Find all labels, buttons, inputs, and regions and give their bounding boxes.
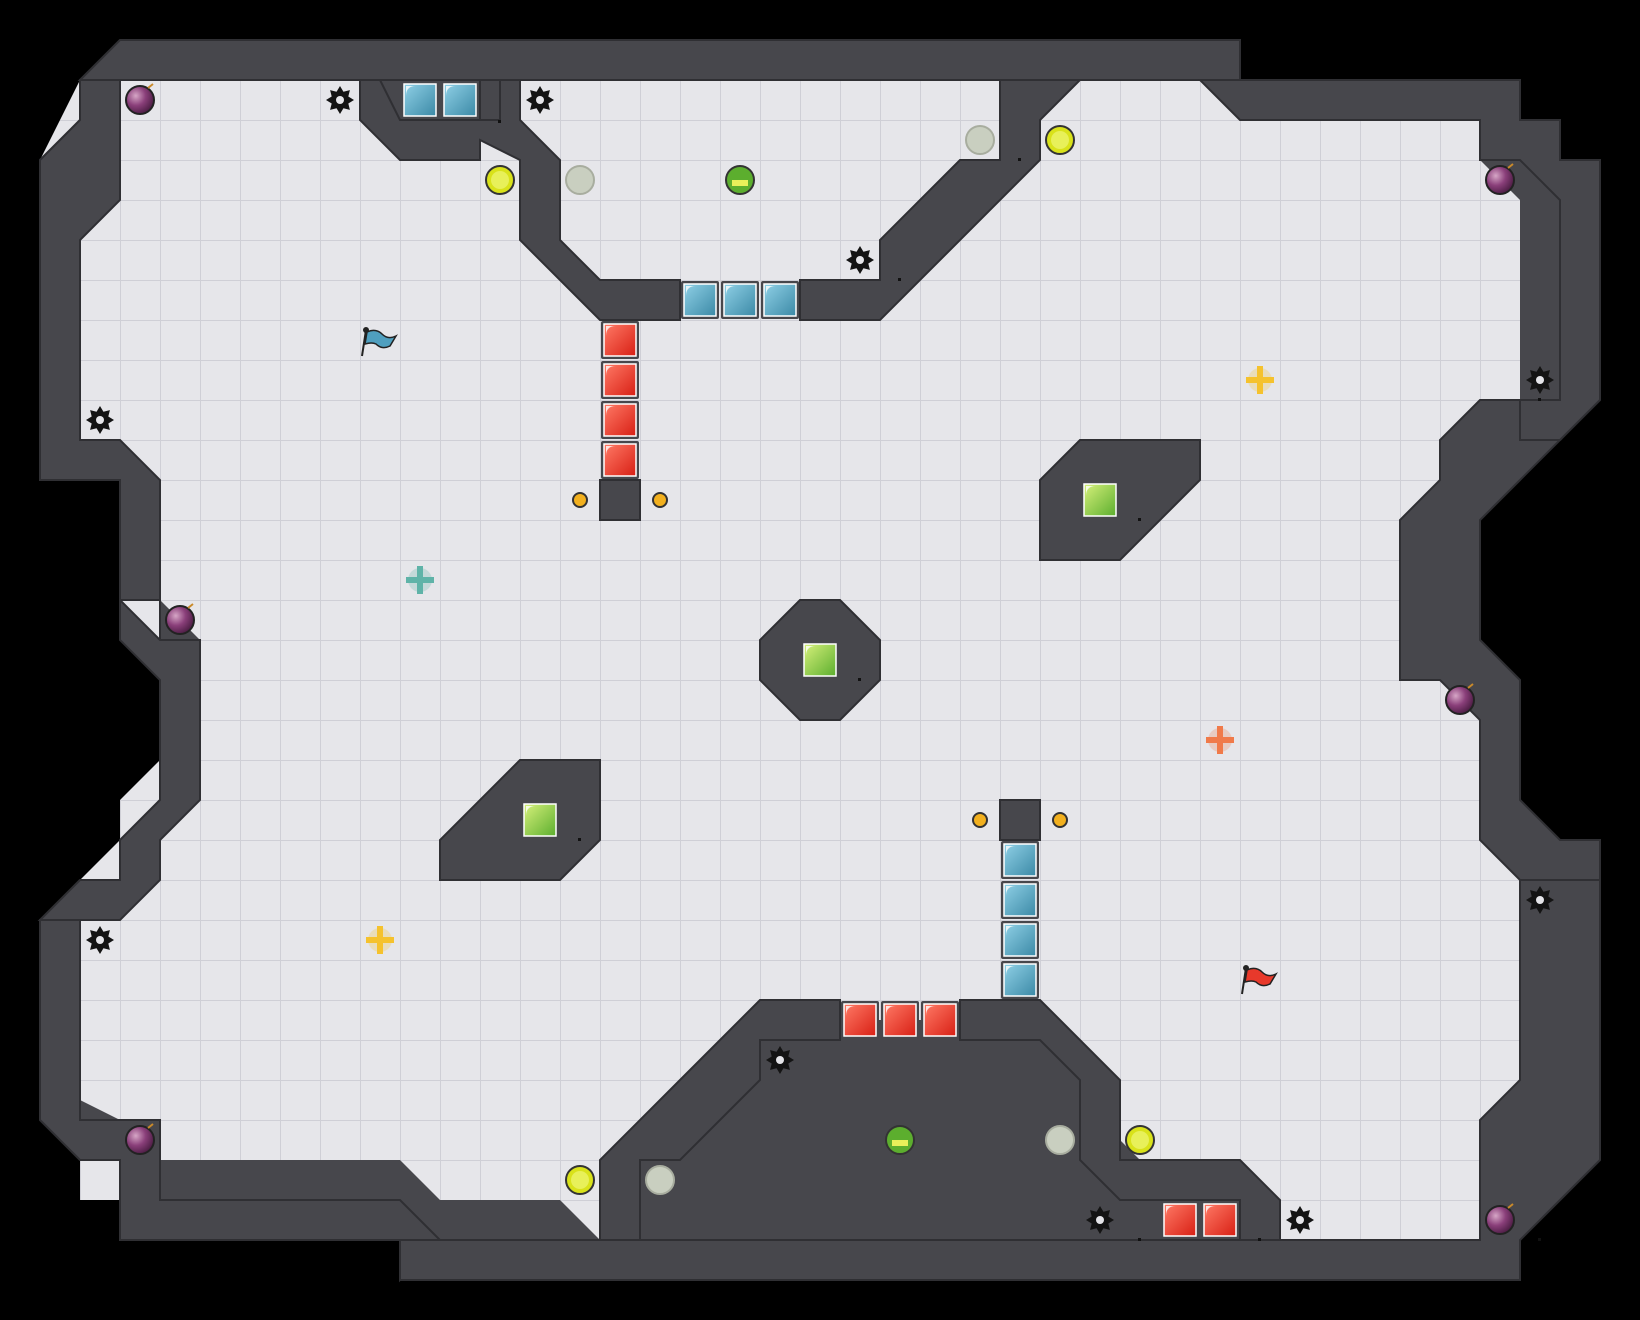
yellow-boost-icon <box>565 1165 595 1195</box>
button-icon <box>652 492 668 508</box>
green-team-boost-icon <box>725 165 755 195</box>
bomb-icon <box>1445 683 1475 715</box>
red-gate-tile <box>601 441 639 479</box>
blue-gate-base <box>999 799 1041 841</box>
item-layer <box>86 83 1554 1235</box>
bomb-icon <box>125 83 155 115</box>
yellow-boost-icon <box>485 165 515 195</box>
blue-gate-tile <box>721 281 759 319</box>
blue-gate-tile <box>401 81 439 119</box>
wall-marker <box>498 120 501 123</box>
green-gate-tile <box>1081 481 1119 519</box>
spike-icon <box>326 86 354 114</box>
outer-wall-top <box>77 39 1241 81</box>
button-icon <box>572 492 588 508</box>
red-gate-tile <box>921 1001 959 1039</box>
spike-icon <box>1086 1206 1114 1234</box>
yellow-boost-icon <box>1045 125 1075 155</box>
inactive-pad-icon <box>565 165 595 195</box>
blue-gate-tile <box>441 81 479 119</box>
inactive-pad-icon <box>645 1165 675 1195</box>
green-gate-tile <box>521 801 559 839</box>
button-icon <box>972 812 988 828</box>
right-diamond-block <box>1039 439 1201 561</box>
spike-icon <box>766 1046 794 1074</box>
blue-gate-tile <box>1001 921 1039 959</box>
wall-marker <box>898 278 901 281</box>
spike-icon <box>846 246 874 274</box>
green-team-boost-icon <box>885 1125 915 1155</box>
blue-gate-tile <box>761 281 799 319</box>
blue-flag-icon <box>361 327 398 357</box>
green-gate-tile <box>801 641 839 679</box>
wall-marker <box>1018 158 1021 161</box>
red-gate-base <box>599 479 641 521</box>
spike-icon <box>86 926 114 954</box>
tile-layer <box>401 81 1239 1239</box>
bomb-icon <box>165 603 195 635</box>
blue-gate-tile <box>681 281 719 319</box>
red-gate-tile <box>601 321 639 359</box>
wall-marker <box>858 678 861 681</box>
wall-marker <box>578 838 581 841</box>
yellow-boost-icon <box>1125 1125 1155 1155</box>
red-gate-tile <box>1201 1201 1239 1239</box>
button-icon <box>1052 812 1068 828</box>
red-gate-tile <box>881 1001 919 1039</box>
bomb-icon <box>125 1123 155 1155</box>
red-gate-tile <box>1161 1201 1199 1239</box>
orange-powerup-icon <box>1206 726 1234 754</box>
spike-icon <box>1526 366 1554 394</box>
blue-gate-tile <box>1001 961 1039 999</box>
blue-gate-tile <box>1001 881 1039 919</box>
red-gate-tile <box>601 361 639 399</box>
bomb-icon <box>1485 163 1515 195</box>
wall-marker <box>1138 518 1141 521</box>
top-right-ramp-wall <box>799 79 1083 321</box>
yellow-powerup-icon <box>366 926 394 954</box>
outer-wall-right-lower <box>399 879 1601 1281</box>
spike-icon <box>526 86 554 114</box>
top-notch-wall <box>359 79 681 321</box>
inactive-pad-icon <box>965 125 995 155</box>
red-gate-tile <box>601 401 639 439</box>
blue-gate-tile <box>1001 841 1039 879</box>
bomb-icon <box>1485 1203 1515 1235</box>
yellow-powerup-icon <box>1246 366 1274 394</box>
wall-marker <box>1138 1238 1141 1241</box>
inactive-pad-icon <box>1045 1125 1075 1155</box>
wall-marker <box>1258 1238 1261 1241</box>
left-diamond-block <box>439 759 601 881</box>
bottom-left-ramp-wall <box>599 999 841 1241</box>
red-flag-icon <box>1241 965 1278 995</box>
wall-marker <box>1538 1238 1541 1241</box>
spike-icon <box>1286 1206 1314 1234</box>
red-gate-tile <box>841 1001 879 1039</box>
teal-powerup-icon <box>406 566 434 594</box>
spike-icon <box>1526 886 1554 914</box>
wall-marker <box>1538 398 1541 401</box>
spike-icon <box>86 406 114 434</box>
